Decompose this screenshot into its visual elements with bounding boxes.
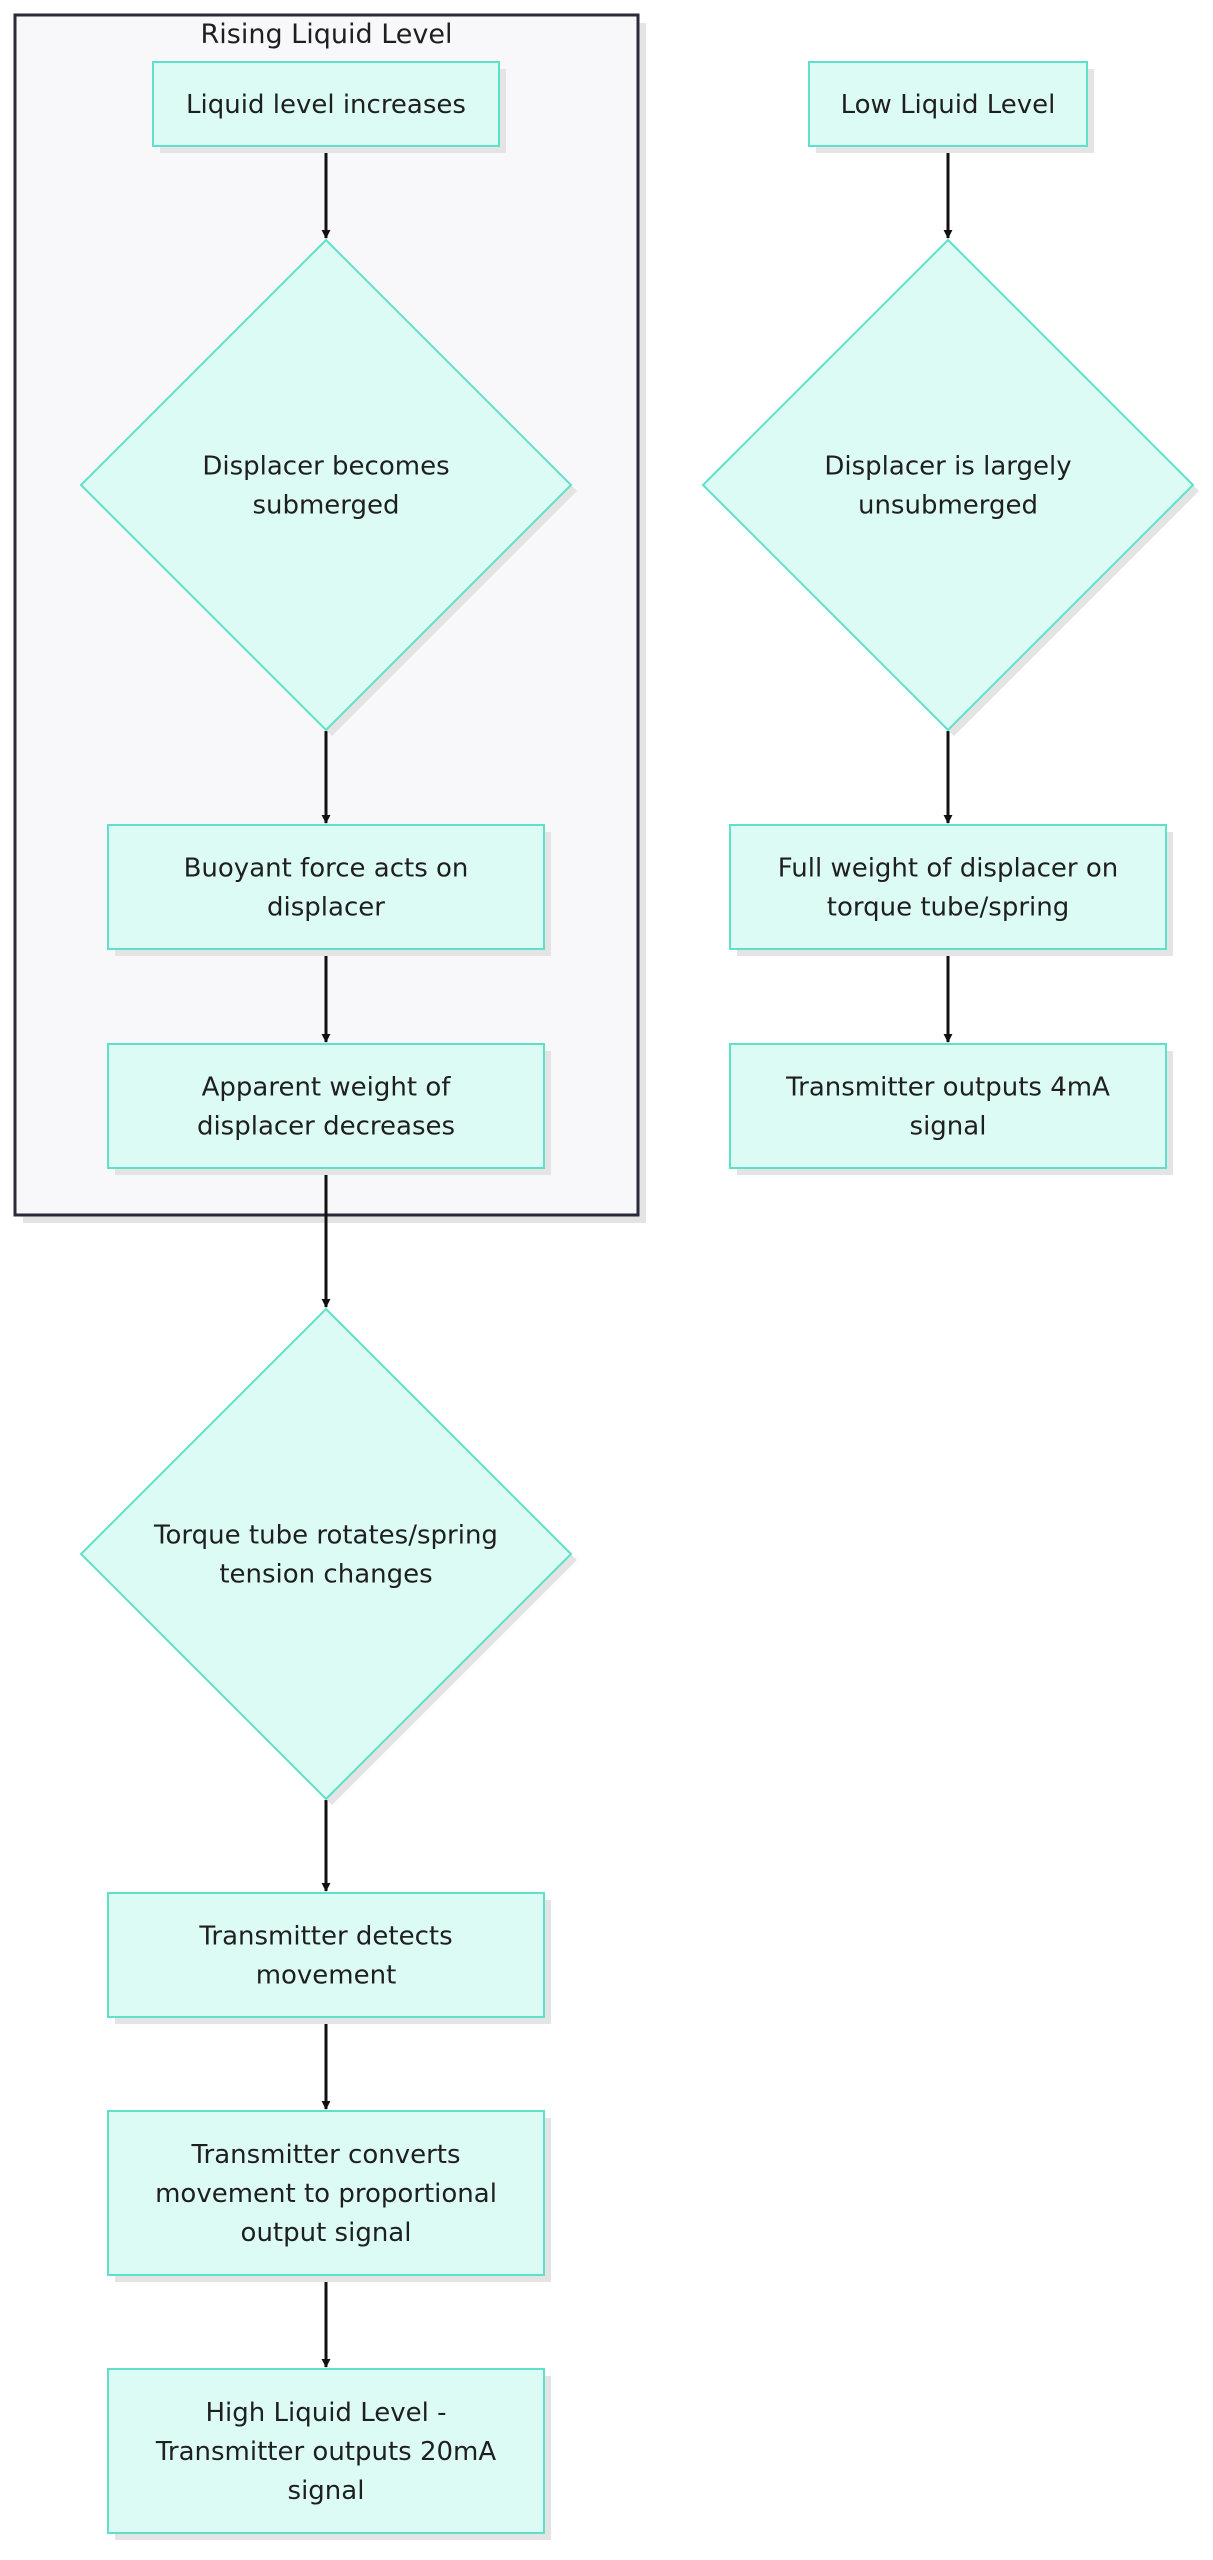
- process-box: [107, 824, 545, 950]
- node-buoyant_force: Buoyant force acts on displacer: [107, 824, 551, 956]
- node-label-line: Transmitter outputs 4mA: [785, 1073, 1110, 1103]
- node-label-line: unsubmerged: [858, 491, 1038, 521]
- node-label-line: Full weight of displacer on: [778, 854, 1119, 884]
- process-box: [107, 2110, 545, 2276]
- process-box: [729, 1043, 1167, 1169]
- node-label-line: Transmitter converts: [190, 2140, 460, 2170]
- process-box: [107, 1892, 545, 2018]
- node-high_level_20ma: High Liquid Level - Transmitter outputs 2…: [107, 2368, 551, 2540]
- node-apparent_weight: Apparent weight of displacer decreases: [107, 1043, 551, 1175]
- node-label-line: tension changes: [219, 1560, 432, 1590]
- node-low_level_4ma: Transmitter outputs 4mA signal: [729, 1043, 1173, 1175]
- node-label-line: signal: [910, 1112, 987, 1142]
- node-label-line: displacer decreases: [197, 1112, 455, 1142]
- node-label-line: output signal: [241, 2218, 412, 2248]
- node-label-line: Displacer is largely: [824, 452, 1071, 482]
- node-label-line: signal: [288, 2476, 365, 2506]
- node-full_weight: Full weight of displacer on torque tube/s…: [729, 824, 1173, 956]
- node-label-line: movement: [256, 1961, 397, 1991]
- node-label-line: Apparent weight of: [202, 1073, 452, 1103]
- decision-diamond: [79, 238, 573, 732]
- node-label-line: torque tube/spring: [827, 893, 1069, 923]
- node-label-line: Transmitter detects: [198, 1922, 452, 1952]
- node-label-line: submerged: [252, 491, 399, 521]
- decision-diamond: [701, 238, 1195, 732]
- node-displacer_unsubmerged: Displacer is largely unsubmerged: [701, 238, 1199, 736]
- group-title: Rising Liquid Level: [201, 19, 453, 50]
- decision-diamond: [79, 1307, 573, 1801]
- node-displacer_submerged: Displacer becomes submerged: [79, 238, 577, 736]
- node-label-line: Displacer becomes: [202, 452, 449, 482]
- process-box: [152, 61, 500, 147]
- node-label-line: Buoyant force acts on: [184, 854, 469, 884]
- node-torque_tube: Torque tube rotates/spring tension change…: [79, 1307, 577, 1805]
- node-label-line: Liquid level increases: [186, 90, 466, 120]
- node-label-line: Torque tube rotates/spring: [153, 1521, 498, 1551]
- node-label-line: movement to proportional: [155, 2179, 497, 2209]
- node-transmitter_converts: Transmitter converts movement to proporti…: [107, 2110, 551, 2282]
- node-label-line: Low Liquid Level: [841, 90, 1056, 120]
- node-liquid_level_increases: Liquid level increases: [152, 61, 506, 153]
- process-box: [107, 2368, 545, 2534]
- node-label-line: Transmitter outputs 20mA: [155, 2437, 497, 2467]
- node-label-line: High Liquid Level -: [206, 2398, 447, 2428]
- process-box: [107, 1043, 545, 1169]
- process-box: [729, 824, 1167, 950]
- node-low_liquid_level: Low Liquid Level: [808, 61, 1094, 153]
- node-label-line: displacer: [267, 893, 385, 923]
- process-box: [808, 61, 1088, 147]
- node-transmitter_detects: Transmitter detects movement: [107, 1892, 551, 2024]
